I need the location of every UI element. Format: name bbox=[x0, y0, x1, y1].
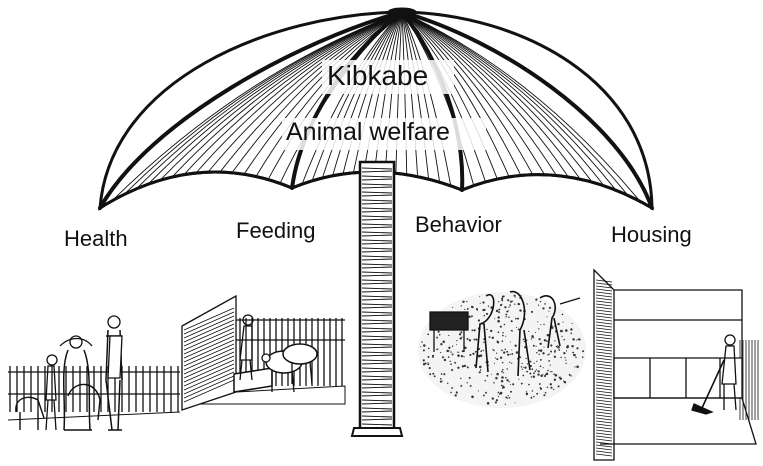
pillar-label-housing: Housing bbox=[611, 222, 692, 248]
umbrella-shaft bbox=[352, 162, 402, 436]
health-illustration bbox=[8, 316, 180, 430]
umbrella-tip bbox=[388, 8, 416, 16]
diagram-title: Kibkabe bbox=[327, 60, 428, 92]
pillar-label-behavior: Behavior bbox=[415, 212, 502, 238]
pillar-label-health: Health bbox=[64, 226, 128, 252]
pillar-label-feeding: Feeding bbox=[236, 218, 316, 244]
diagram-subtitle: Animal welfare bbox=[286, 118, 450, 147]
feeding-illustration bbox=[182, 296, 345, 410]
housing-illustration bbox=[594, 270, 758, 460]
behavior-illustration bbox=[418, 292, 586, 408]
